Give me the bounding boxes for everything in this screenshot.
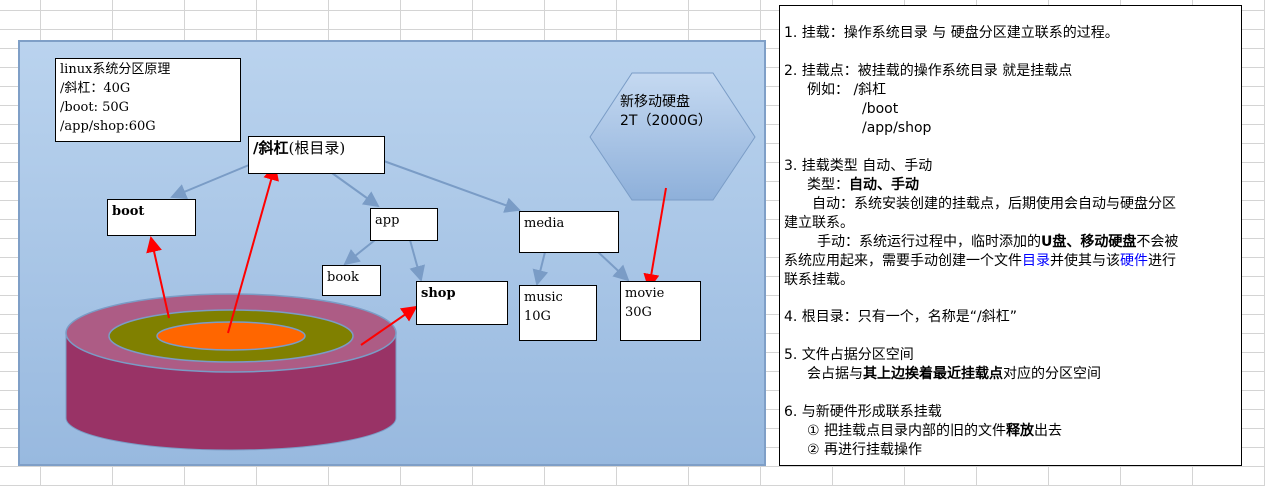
note-4: 4. 根目录：只有一个，名称是“/斜杠” xyxy=(784,309,1018,325)
note-2-shop: /app/shop xyxy=(862,120,932,136)
text: 进行 xyxy=(1148,253,1176,269)
note-3-manual-end: 联系挂载。 xyxy=(784,272,854,288)
blue-text: 硬件 xyxy=(1120,253,1148,269)
note-3-auto-cont: 建立联系。 xyxy=(784,215,854,231)
notes-textbox xyxy=(779,5,1242,466)
text: 类型： xyxy=(807,177,849,193)
root-label: /斜杠 xyxy=(253,139,289,157)
note-3-manual-cont: 系统应用起来，需要手动创建一个文件目录并使其与该硬件进行 xyxy=(784,252,1176,271)
shop-dir-box: shop xyxy=(416,281,508,325)
movie-label: movie xyxy=(625,286,665,301)
tree-arrows xyxy=(170,159,630,286)
new-disk-title: 新移动硬盘 xyxy=(620,94,690,110)
note-6-step-1: ① 把挂载点目录内部的旧的文件释放出去 xyxy=(807,422,1062,441)
book-dir-box: book xyxy=(322,265,381,296)
blue-text: 目录 xyxy=(1022,253,1050,269)
music-size: 10G xyxy=(524,309,551,324)
legend-title: linux系统分区原理 xyxy=(60,62,171,77)
movie-size: 30G xyxy=(625,305,652,320)
music-label: music xyxy=(524,290,563,305)
new-disk-size: 2T（2000G） xyxy=(620,113,712,129)
note-5: 5. 文件占据分区空间 xyxy=(784,347,914,363)
text: 系统应用起来，需要手动创建一个文件 xyxy=(784,253,1022,269)
mount-arrows xyxy=(146,164,667,346)
partition-legend: linux系统分区原理 /斜杠：40G /boot: 50G /app/shop… xyxy=(55,58,241,142)
music-dir-box: music 10G xyxy=(519,285,597,341)
note-3-manual: 手动：系统运行过程中，临时添加的U盘、移动硬盘不会被 xyxy=(817,233,1178,252)
bold-text: 释放 xyxy=(1006,423,1035,439)
new-disk-hexagon xyxy=(589,72,756,201)
note-6-step-2: ② 再进行挂载操作 xyxy=(807,442,923,458)
legend-root: /斜杠：40G xyxy=(60,81,131,96)
note-3-types: 类型：自动、手动 xyxy=(807,176,919,195)
note-6: 6. 与新硬件形成联系挂载 xyxy=(784,404,942,420)
new-disk-label: 新移动硬盘 2T（2000G） xyxy=(620,93,712,131)
legend-boot: /boot: 50G xyxy=(60,100,130,115)
media-dir-box: media xyxy=(519,211,619,253)
app-dir-box: app xyxy=(370,208,438,241)
legend-shop: /app/shop:60G xyxy=(60,119,156,134)
note-2: 2. 挂载点：被挂载的操作系统目录 就是挂载点 xyxy=(784,63,1073,79)
boot-dir-box: boot xyxy=(107,199,196,236)
text: 手动：系统运行过程中，临时添加的 xyxy=(817,234,1041,250)
text: 会占据与 xyxy=(807,366,863,382)
note-3: 3. 挂载类型 自动、手动 xyxy=(784,158,933,174)
note-3-auto: 自动：系统安装创建的挂载点，后期使用会自动与硬盘分区 xyxy=(812,196,1176,212)
text: 不会被 xyxy=(1136,234,1179,250)
disk-cylinder xyxy=(65,293,397,451)
note-2-example: 例如： /斜杠 xyxy=(807,82,887,98)
text: 对应的分区空间 xyxy=(1003,366,1101,382)
note-1: 1. 挂载：操作系统目录 与 硬盘分区建立联系的过程。 xyxy=(784,25,1119,41)
bold-text: 其上边挨着最近挂载点 xyxy=(863,366,1003,382)
text: 出去 xyxy=(1034,423,1063,439)
note-5-detail: 会占据与其上边挨着最近挂载点对应的分区空间 xyxy=(807,365,1101,384)
text: ① 把挂载点目录内部的旧的文件 xyxy=(807,423,1007,439)
bold-text: U盘、移动硬盘 xyxy=(1041,234,1137,250)
bold-text: 自动、手动 xyxy=(849,177,919,193)
root-label-note: (根目录) xyxy=(288,139,346,157)
root-dir-box: /斜杠(根目录) xyxy=(248,136,385,174)
text: 并使其与该 xyxy=(1050,253,1120,269)
movie-dir-box: movie 30G xyxy=(620,281,701,341)
note-2-boot: /boot xyxy=(862,101,899,117)
